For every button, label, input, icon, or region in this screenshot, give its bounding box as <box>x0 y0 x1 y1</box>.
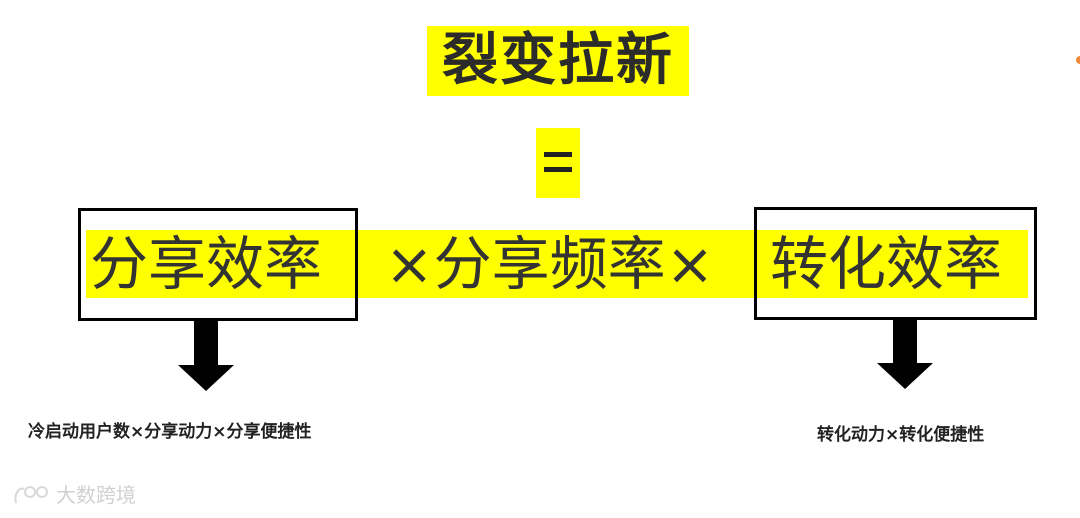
watermark-logo-icon <box>14 486 48 504</box>
arrow-shaft <box>194 320 218 365</box>
watermark-text: 大数跨境 <box>56 483 136 507</box>
arrow-head <box>178 365 234 391</box>
formula-term-share-frequency: ×分享频率× <box>385 230 715 298</box>
down-arrow-icon <box>877 318 933 390</box>
equals-sign <box>536 128 580 198</box>
arrow-head <box>877 363 933 389</box>
equals-bar-top <box>544 152 572 157</box>
formula-highlight <box>86 230 1028 298</box>
equals-bar-bottom <box>544 167 572 172</box>
title-highlight: 裂变拉新 <box>427 26 689 96</box>
title: 裂变拉新 <box>442 28 674 93</box>
note-share-efficiency-breakdown: 冷启动用户数×分享动力×分享便捷性 <box>28 422 312 442</box>
watermark: 大数跨境 <box>12 483 136 507</box>
formula-term-conversion-efficiency: 转化效率 <box>770 230 1003 298</box>
frame-conversion-efficiency <box>754 207 1037 320</box>
formula-term-share-efficiency: 分享效率 <box>90 230 323 298</box>
note-conversion-efficiency-breakdown: 转化动力×转化便捷性 <box>817 425 985 445</box>
down-arrow-icon <box>178 320 234 392</box>
arrow-shaft <box>893 318 917 363</box>
edge-dot <box>1076 56 1080 64</box>
frame-share-efficiency <box>78 208 358 321</box>
